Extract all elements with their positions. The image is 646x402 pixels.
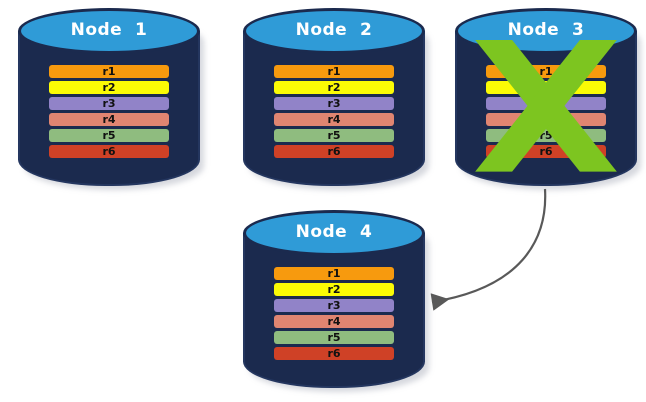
node-title: Node 4 [295, 222, 373, 242]
replica-row-list: r1 r2 r3 r4 r5 r6 [455, 65, 637, 158]
replica-row-r6[interactable]: r6 [273, 347, 395, 360]
replica-row-r5[interactable]: r5 [485, 129, 607, 142]
replica-row-r1[interactable]: r1 [273, 65, 395, 78]
replica-row-label: r1 [327, 267, 341, 280]
replica-row-label: r5 [327, 331, 341, 344]
replica-row-label: r6 [539, 145, 553, 158]
replica-row-r4[interactable]: r4 [485, 113, 607, 126]
replica-row-r3[interactable]: r3 [273, 97, 395, 110]
replica-row-label: r5 [539, 129, 553, 142]
replica-row-label: r4 [539, 113, 553, 126]
replica-row-label: r2 [327, 283, 341, 296]
cylinder-lid: Node 4 [243, 210, 425, 256]
replica-row-r1[interactable]: r1 [485, 65, 607, 78]
node-cylinder-node3[interactable]: Node 3 r1 r2 r3 r4 r5 r6 [455, 8, 641, 190]
replica-row-label: r3 [102, 97, 116, 110]
cylinder-lid: Node 2 [243, 8, 425, 54]
replica-row-label: r3 [539, 97, 553, 110]
node-cylinder-node1[interactable]: Node 1 r1 r2 r3 r4 r5 r6 [18, 8, 204, 190]
replica-row-r3[interactable]: r3 [48, 97, 170, 110]
replica-row-label: r1 [539, 65, 553, 78]
node-body: Node 4 r1 r2 r3 r4 r5 r6 [243, 210, 425, 388]
replica-row-list: r1 r2 r3 r4 r5 r6 [18, 65, 200, 158]
replica-row-label: r4 [102, 113, 116, 126]
node-cylinder-node4[interactable]: Node 4 r1 r2 r3 r4 r5 r6 [243, 210, 429, 392]
cylinder-lid: Node 3 [455, 8, 637, 54]
replica-row-list: r1 r2 r3 r4 r5 r6 [243, 267, 425, 360]
replica-row-r6[interactable]: r6 [48, 145, 170, 158]
replica-row-label: r3 [327, 97, 341, 110]
replica-row-r6[interactable]: r6 [485, 145, 607, 158]
node-title: Node 3 [507, 20, 585, 40]
replica-row-label: r6 [327, 145, 341, 158]
replica-row-r2[interactable]: r2 [485, 81, 607, 94]
replica-row-label: r4 [327, 315, 341, 328]
replica-row-r2[interactable]: r2 [48, 81, 170, 94]
node-body: Node 1 r1 r2 r3 r4 r5 r6 [18, 8, 200, 186]
replica-row-r1[interactable]: r1 [273, 267, 395, 280]
replica-row-label: r1 [102, 65, 116, 78]
replica-row-r4[interactable]: r4 [273, 315, 395, 328]
replica-row-label: r2 [539, 81, 553, 94]
node-title: Node 1 [70, 20, 148, 40]
replica-row-label: r2 [102, 81, 116, 94]
replica-row-r6[interactable]: r6 [273, 145, 395, 158]
replica-row-label: r2 [327, 81, 341, 94]
replica-row-r5[interactable]: r5 [48, 129, 170, 142]
replica-row-r2[interactable]: r2 [273, 283, 395, 296]
replica-row-r3[interactable]: r3 [485, 97, 607, 110]
replica-row-r4[interactable]: r4 [273, 113, 395, 126]
replica-row-label: r1 [327, 65, 341, 78]
cylinder-lid: Node 1 [18, 8, 200, 54]
node-body: Node 3 r1 r2 r3 r4 r5 r6 [455, 8, 637, 186]
replica-row-r1[interactable]: r1 [48, 65, 170, 78]
replica-row-r4[interactable]: r4 [48, 113, 170, 126]
node-cylinder-node2[interactable]: Node 2 r1 r2 r3 r4 r5 r6 [243, 8, 429, 190]
replica-row-label: r5 [102, 129, 116, 142]
replica-row-label: r6 [327, 347, 341, 360]
replica-row-r2[interactable]: r2 [273, 81, 395, 94]
replica-row-r5[interactable]: r5 [273, 331, 395, 344]
replica-row-r5[interactable]: r5 [273, 129, 395, 142]
replica-row-r3[interactable]: r3 [273, 299, 395, 312]
replica-row-label: r5 [327, 129, 341, 142]
node-body: Node 2 r1 r2 r3 r4 r5 r6 [243, 8, 425, 186]
replica-row-label: r4 [327, 113, 341, 126]
replica-row-list: r1 r2 r3 r4 r5 r6 [243, 65, 425, 158]
node-title: Node 2 [295, 20, 373, 40]
replica-row-label: r6 [102, 145, 116, 158]
replica-row-label: r3 [327, 299, 341, 312]
